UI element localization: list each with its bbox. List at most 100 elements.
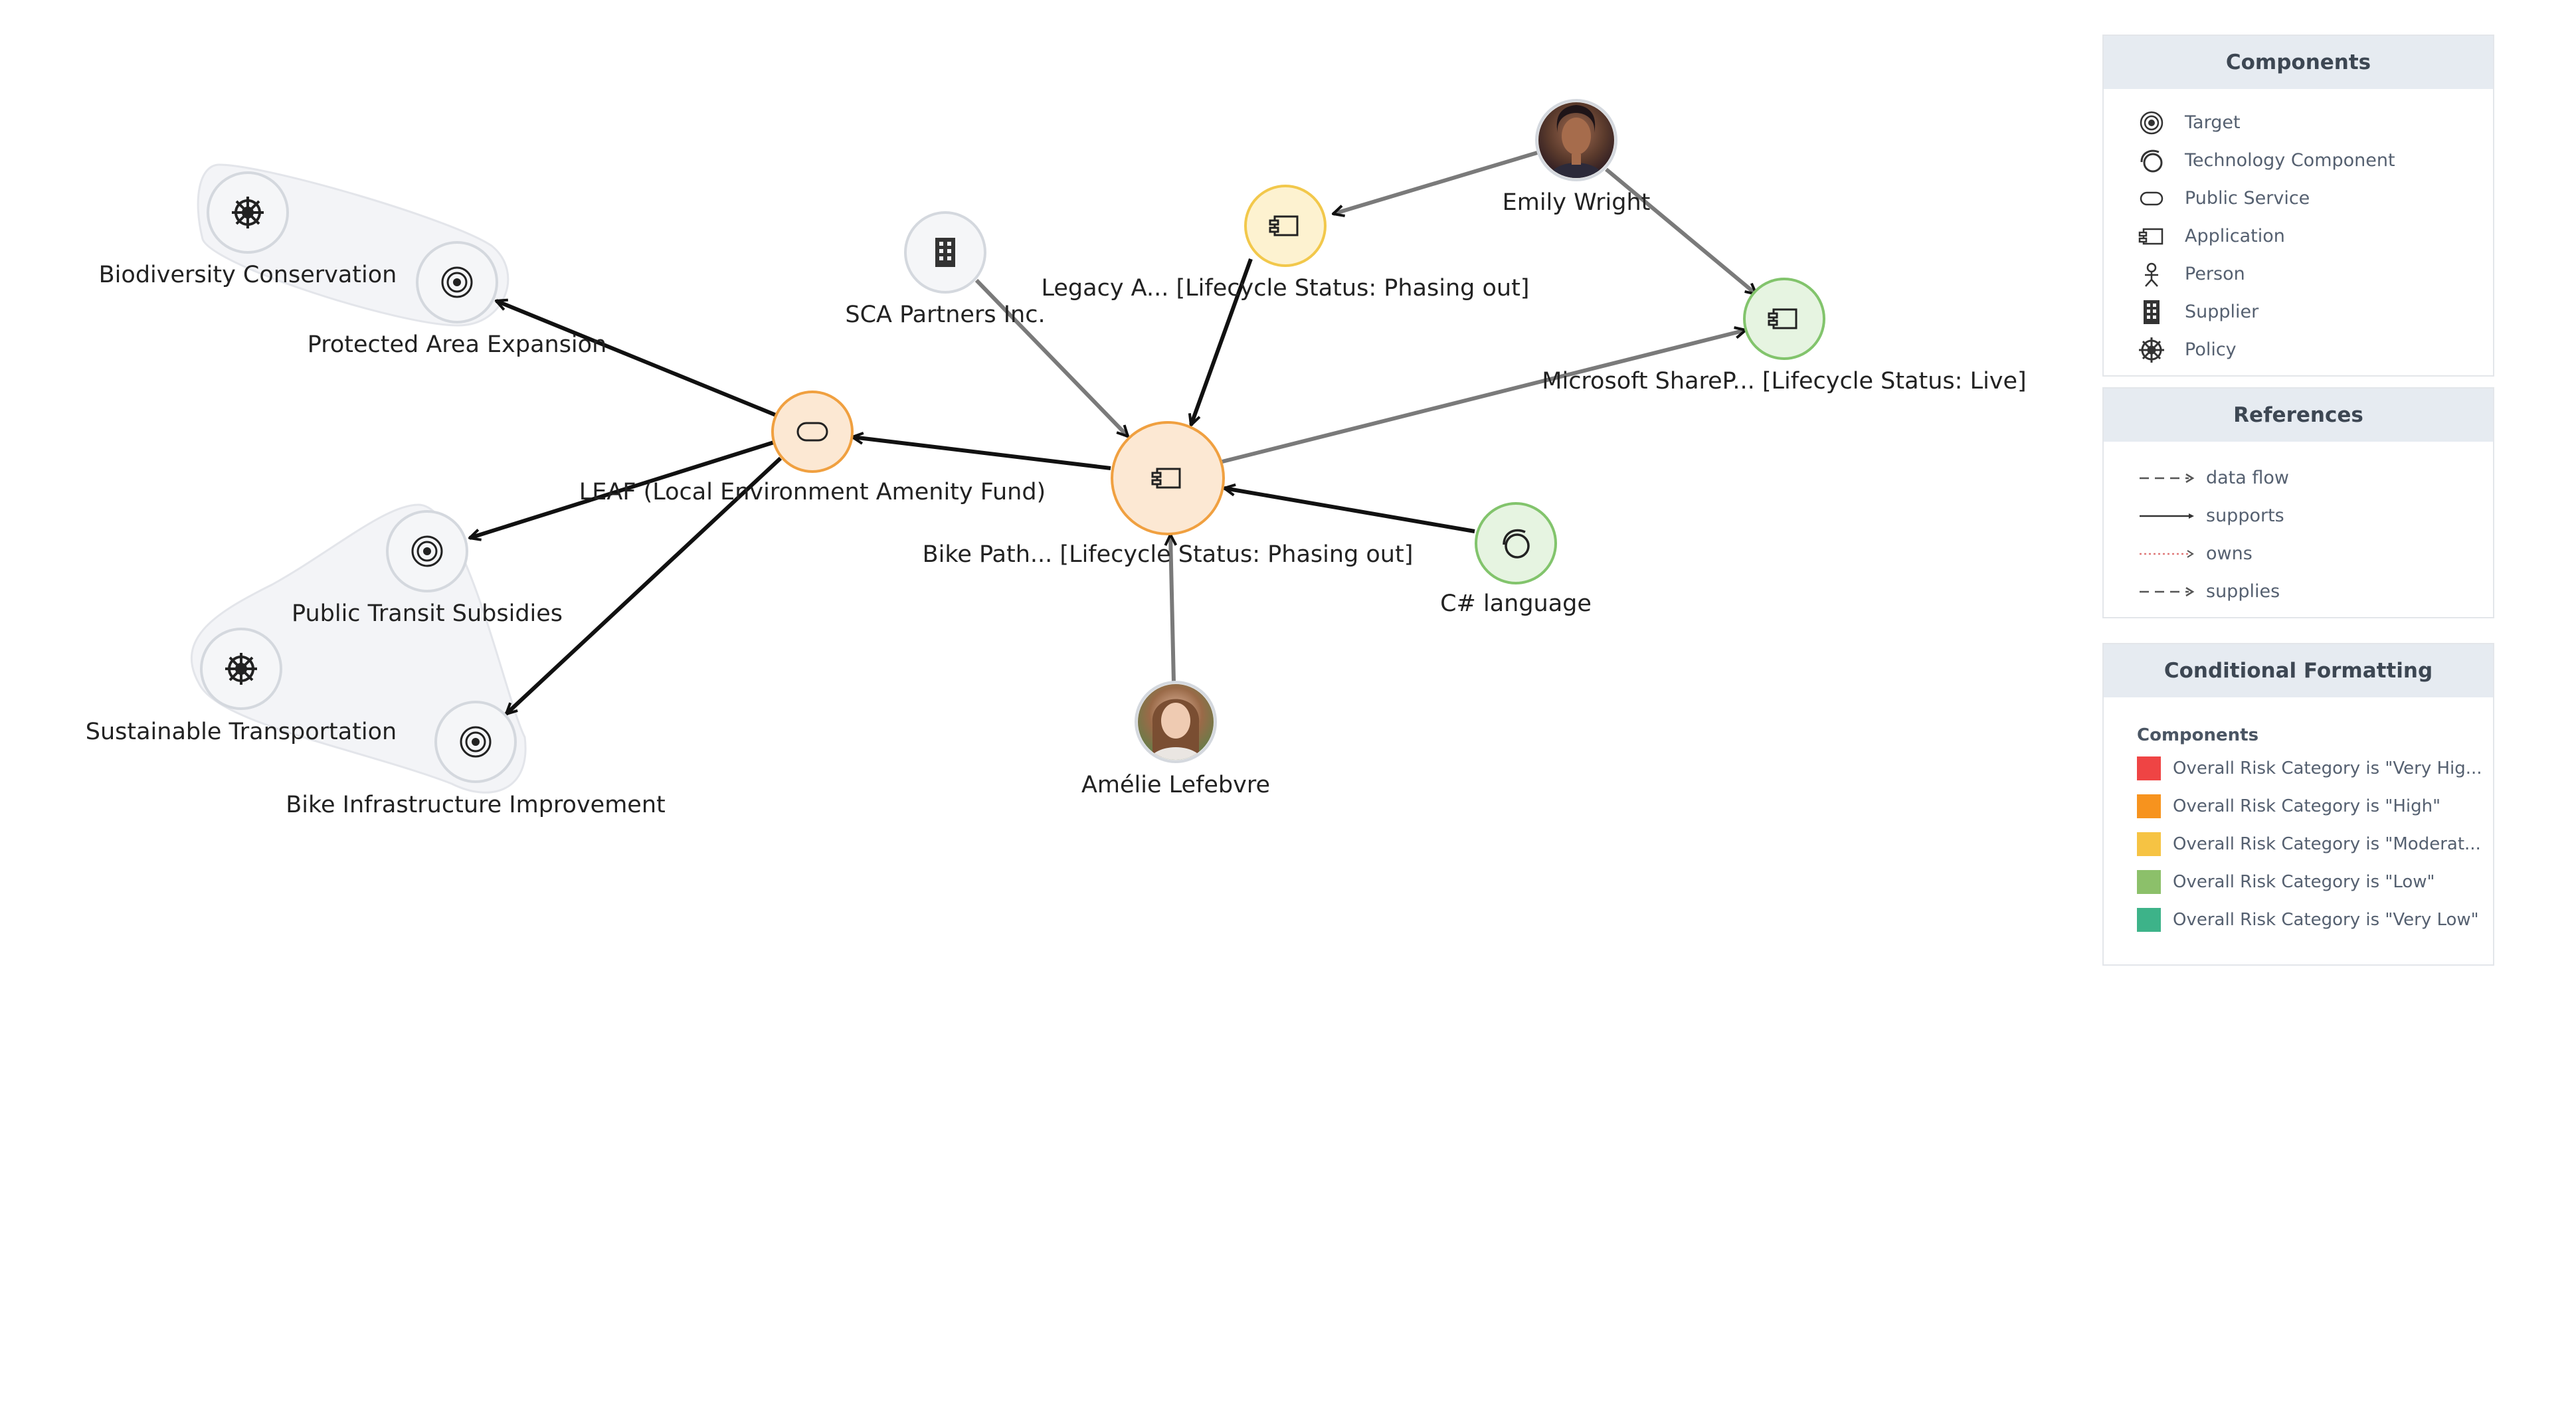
node-label: Biodiversity Conservation xyxy=(99,262,397,288)
technology-component-icon xyxy=(1503,529,1530,559)
legend-item-person: Person xyxy=(2104,255,2493,293)
legend-item-label: Target xyxy=(2185,112,2241,133)
node-label: Legacy A... [Lifecycle Status: Phasing o… xyxy=(1042,275,1530,302)
legend-cf-label: Overall Risk Category is "Moderat... xyxy=(2173,834,2481,854)
dashed-arrow-icon xyxy=(2140,586,2195,596)
node-label: Protected Area Expansion xyxy=(308,331,607,358)
node-bike-infra[interactable]: Bike Infrastructure Improvement xyxy=(286,701,666,818)
edges xyxy=(470,151,1756,714)
node-csharp[interactable]: C# language xyxy=(1440,502,1592,617)
node-leaf[interactable]: LEAF (Local Environment Amenity Fund) xyxy=(579,391,1046,505)
node-bike-path[interactable]: Bike Path... [Lifecycle Status: Phasing … xyxy=(923,421,1414,568)
legend-item-application: Application xyxy=(2104,217,2493,255)
legend-reference-label: supports xyxy=(2206,505,2284,526)
legend-references-panel: References data flow supports owns suppl… xyxy=(2102,387,2494,618)
color-swatch xyxy=(2137,794,2161,818)
legend-item-technology-component: Technology Component xyxy=(2104,141,2493,179)
application-icon xyxy=(1151,468,1181,489)
node-sharepoint[interactable]: Microsoft ShareP... [Lifecycle Status: L… xyxy=(1542,278,2027,395)
legend-item-label: Supplier xyxy=(2185,302,2259,322)
legend-reference-supplies: supplies xyxy=(2104,573,2493,610)
legend-item-label: Public Service xyxy=(2185,188,2310,209)
legend-reference-label: supplies xyxy=(2206,581,2280,602)
legend-cf-label: Overall Risk Category is "Low" xyxy=(2173,871,2435,892)
legend-references-list: data flow supports owns supplies xyxy=(2104,442,2493,617)
legend-conditional-formatting-header: Conditional Formatting xyxy=(2104,644,2493,697)
node-biodiversity[interactable]: Biodiversity Conservation xyxy=(99,171,397,288)
legend-components-panel: Components Target Technology Component P… xyxy=(2102,35,2494,377)
node-label: Bike Infrastructure Improvement xyxy=(286,792,665,818)
edge-sca-bike-path[interactable] xyxy=(974,278,1128,436)
color-swatch xyxy=(2137,869,2161,894)
legend-cf-very-low: Overall Risk Category is "Very Low" xyxy=(2104,901,2493,938)
legend-item-label: Person xyxy=(2185,264,2245,284)
edge-leaf-public-transit[interactable] xyxy=(470,440,777,538)
legend-item-policy: Policy xyxy=(2104,331,2493,369)
node-label: LEAF (Local Environment Amenity Fund) xyxy=(579,479,1046,505)
node-label: Bike Path... [Lifecycle Status: Phasing … xyxy=(923,541,1414,568)
target-icon xyxy=(441,266,473,298)
legend-reference-data-flow: data flow xyxy=(2104,459,2493,497)
node-label: Emily Wright xyxy=(1503,189,1651,216)
node-sca-partners[interactable]: SCA Partners Inc. xyxy=(845,211,1046,328)
supplier-icon xyxy=(935,238,955,267)
edge-amelie-bike-path[interactable] xyxy=(1170,535,1174,683)
policy-icon xyxy=(232,197,264,228)
legend-reference-label: owns xyxy=(2206,543,2253,564)
person-avatar xyxy=(1538,102,1614,178)
edge-emily-legacy-app[interactable] xyxy=(1333,151,1538,214)
policy-icon xyxy=(225,653,257,685)
node-public-transit[interactable]: Public Transit Subsidies xyxy=(292,510,563,627)
supplier-icon xyxy=(2137,298,2166,327)
target-icon xyxy=(411,535,443,567)
legend-reference-supports: supports xyxy=(2104,497,2493,535)
node-label: Sustainable Transportation xyxy=(86,719,397,745)
edge-csharp-bike-path[interactable] xyxy=(1224,488,1475,533)
legend-references-header: References xyxy=(2104,389,2493,442)
public-service-icon xyxy=(2137,184,2166,213)
technology-component-icon xyxy=(2137,146,2166,175)
legend-item-label: Policy xyxy=(2185,339,2237,360)
legend-cf-very-high: Overall Risk Category is "Very Hig... xyxy=(2104,749,2493,787)
dotted-arrow-icon xyxy=(2140,549,2194,558)
legend-item-label: Technology Component xyxy=(2185,150,2395,171)
legend-conditional-formatting-panel: Conditional Formatting Components Overal… xyxy=(2102,643,2494,966)
edge-legacy-app-bike-path[interactable] xyxy=(1191,258,1253,425)
legend-cf-high: Overall Risk Category is "High" xyxy=(2104,787,2493,825)
node-label: Microsoft ShareP... [Lifecycle Status: L… xyxy=(1542,368,2026,395)
person-icon xyxy=(2137,260,2166,289)
node-label: Amélie Lefebvre xyxy=(1081,772,1270,798)
node-label: C# language xyxy=(1440,590,1592,617)
legend-components-header: Components xyxy=(2104,36,2493,89)
legend-cf-label: Overall Risk Category is "High" xyxy=(2173,796,2441,816)
node-emily[interactable]: Emily Wright xyxy=(1503,99,1651,216)
node-label: Public Transit Subsidies xyxy=(292,600,563,627)
target-icon xyxy=(460,726,492,758)
node-label: SCA Partners Inc. xyxy=(845,302,1045,328)
legend-cf-label: Overall Risk Category is "Very Hig... xyxy=(2173,758,2482,778)
legend-item-supplier: Supplier xyxy=(2104,293,2493,331)
node-legacy-app[interactable]: Legacy A... [Lifecycle Status: Phasing o… xyxy=(1042,185,1530,302)
target-icon xyxy=(2137,108,2166,137)
color-swatch xyxy=(2137,832,2161,856)
node-protected-area[interactable]: Protected Area Expansion xyxy=(308,241,607,358)
node-amelie[interactable]: Amélie Lefebvre xyxy=(1081,681,1270,798)
legend-item-public-service: Public Service xyxy=(2104,179,2493,217)
edge-bike-path-leaf[interactable] xyxy=(852,437,1111,470)
legend-conditional-formatting-subtitle: Components xyxy=(2137,725,2259,745)
legend-components-list: Target Technology Component Public Servi… xyxy=(2104,89,2493,375)
edge-bike-path-sharepoint[interactable] xyxy=(1222,330,1746,464)
color-swatch xyxy=(2137,907,2161,932)
edge-emily-sharepoint[interactable] xyxy=(1605,167,1756,294)
legend-conditional-formatting-list: Overall Risk Category is "Very Hig... Ov… xyxy=(2104,749,2493,938)
application-icon xyxy=(2137,222,2166,251)
application-icon xyxy=(1269,215,1299,236)
dashed-arrow-icon xyxy=(2140,473,2195,483)
edge-leaf-protected-area[interactable] xyxy=(496,301,777,417)
legend-item-label: Application xyxy=(2185,226,2285,246)
node-sustainable[interactable]: Sustainable Transportation xyxy=(86,628,397,745)
color-swatch xyxy=(2137,756,2161,780)
edge-leaf-bike-infra[interactable] xyxy=(506,456,782,714)
legend-cf-low: Overall Risk Category is "Low" xyxy=(2104,863,2493,901)
